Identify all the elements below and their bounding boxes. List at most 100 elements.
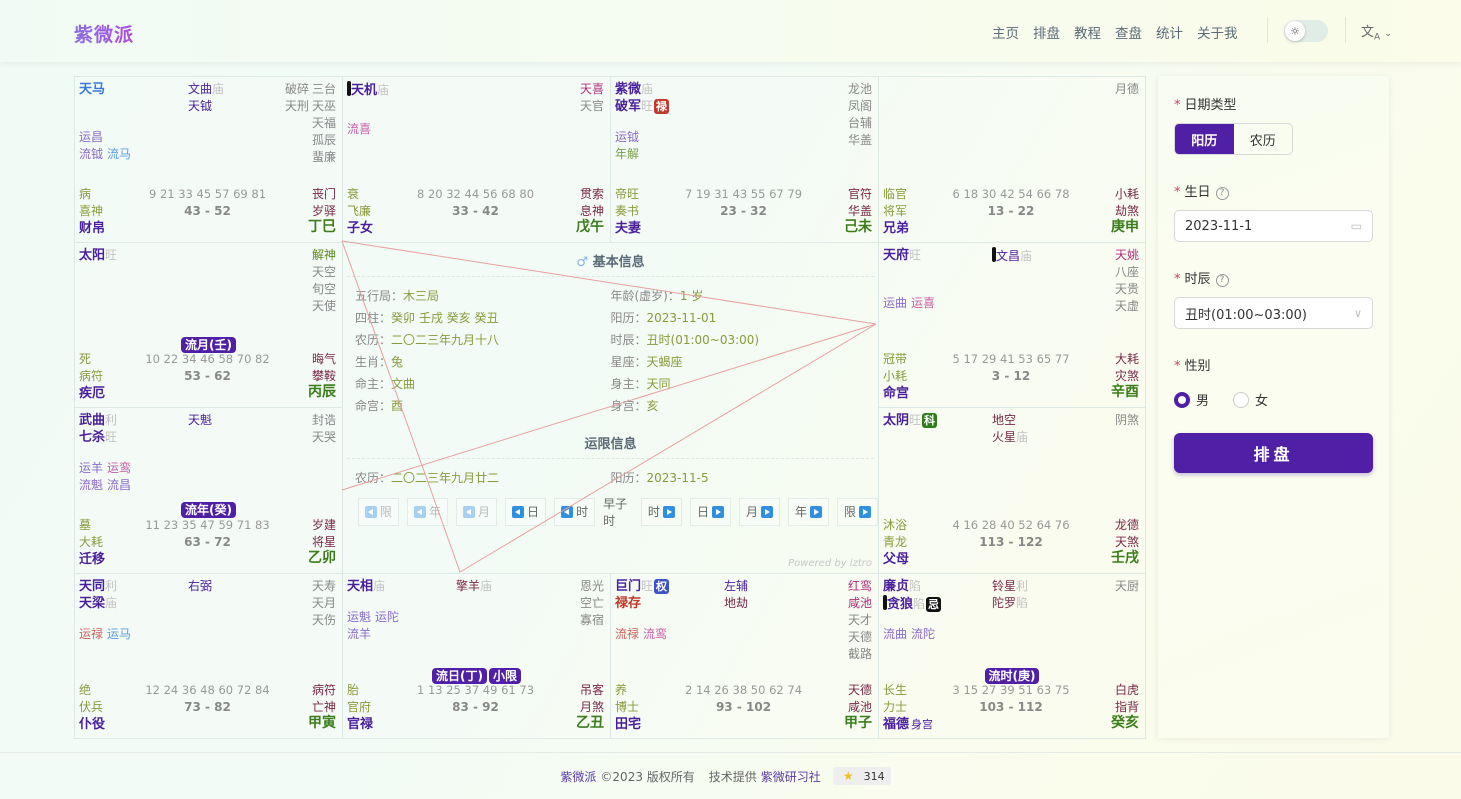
hour-select[interactable]: 丑时(01:00~03:00) ∨ [1174,297,1373,329]
next-0-button[interactable]: 时 [640,497,682,526]
logo[interactable]: 紫微派 [74,20,134,47]
jiangqian12: 灾煞 [1114,369,1139,383]
help-icon[interactable]: ? [1215,274,1229,287]
arrow-right-icon [760,505,773,518]
minor-star[interactable]: 右弼 [188,578,213,593]
nav-tutorial[interactable]: 教程 [1074,26,1101,42]
minor-star[interactable]: 擎羊庙 [456,578,493,593]
prev-3-button[interactable]: 日 [505,497,547,526]
major-star[interactable]: 禄存 [615,595,642,611]
minor-star[interactable]: 天魁 [188,413,213,427]
minor-star[interactable]: 文曲庙 [188,82,225,96]
palace-name[interactable]: 财帛 [79,220,106,236]
prev-2-button[interactable]: 月 [456,497,498,526]
major-star[interactable]: 廉贞陷 [883,578,922,594]
palace-name[interactable]: 福德身宫 [883,717,934,732]
major-star[interactable]: 天梁庙 [79,595,118,611]
powered-by[interactable]: Powered by iztro [788,557,872,569]
major-star[interactable]: 天机庙 [347,81,389,99]
palace-name[interactable]: 疾厄 [79,386,106,401]
major-star[interactable]: 贪狼陷忌 [883,594,942,613]
nav-chart[interactable]: 排盘 [1033,26,1060,42]
major-star[interactable]: 武曲利 [79,413,118,428]
adjective-star: 天姚 [1114,247,1139,262]
next-1-button[interactable]: 日 [689,497,731,526]
palace-name[interactable]: 田宅 [615,717,642,732]
adjective-star: 月德 [1114,82,1139,96]
minor-star[interactable]: 地劫 [724,595,749,610]
prev-1-button[interactable]: 年 [407,497,449,526]
palace-name[interactable]: 迁移 [79,551,106,567]
major-star[interactable]: 天马 [79,82,106,97]
birthday-input[interactable]: 2023-11-1 ▭ [1174,210,1373,242]
gender-male-label[interactable]: 男 [1196,394,1210,409]
palace-name[interactable]: 子女 [347,220,374,236]
next-3-button[interactable]: 年 [787,497,829,526]
nav-lookup[interactable]: 查盘 [1115,26,1142,42]
heavenly-earthly: 癸亥 [1111,715,1139,731]
horoscope-badge: 流日(丁) [432,667,487,684]
major-star[interactable]: 天同利 [79,578,118,594]
adjective-stars: 天姚八座天贵天虚 [1059,247,1139,315]
minor-star[interactable]: 地空 [992,413,1017,427]
changsheng12: 帝旺 [615,186,640,201]
minor-star[interactable]: 铃星利 [992,578,1029,593]
major-star[interactable]: 巨门旺权 [615,578,670,594]
prev-4-button[interactable]: 时 [554,497,596,526]
prev-0-button[interactable]: 限 [358,497,400,526]
major-star[interactable]: 破军旺禄 [615,99,670,114]
help-icon[interactable]: ? [1215,187,1229,200]
suiqian12: 病符 [311,683,336,697]
date-type-lunar[interactable]: 农历 [1249,133,1276,149]
major-star[interactable]: 紫微庙 [615,82,654,97]
minor-star[interactable]: 陀罗陷 [992,595,1029,610]
changsheng12: 冠带 [883,352,908,366]
submit-chart-button[interactable]: 排盘 [1174,433,1373,473]
nav-stats[interactable]: 统计 [1156,26,1183,42]
gender-female-label[interactable]: 女 [1255,394,1269,409]
footer-brand-link[interactable]: 紫微派 [560,769,597,784]
gender-female-radio[interactable] [1233,391,1250,408]
minor-star[interactable]: 文昌庙 [992,246,1072,265]
next-2-button[interactable]: 月 [738,497,780,526]
minor-star[interactable]: 左辅 [724,578,749,593]
nav-home[interactable]: 主页 [992,26,1019,42]
next-4-button[interactable]: 限 [836,497,878,526]
arrow-left-icon [561,505,574,518]
minor-star[interactable]: 天钺 [188,99,213,113]
major-star[interactable]: 太阴旺科 [883,413,938,428]
palace-name[interactable]: 仆役 [79,717,106,732]
language-switcher[interactable]: 文A ⌄ [1361,21,1392,43]
github-star-button[interactable]: ★ 314 [832,767,891,785]
palace-name[interactable]: 命宫 [883,386,910,401]
nav-about[interactable]: 关于我 [1197,26,1238,42]
major-star[interactable]: 太阳旺 [79,247,118,263]
major-star[interactable]: 天府旺 [883,247,922,263]
minor-star[interactable]: 火星庙 [992,430,1029,444]
palace-name[interactable]: 官禄 [347,717,374,732]
major-star[interactable]: 七杀旺 [79,430,118,445]
major-stars: 天马 [79,81,105,98]
palace-name[interactable]: 父母 [883,551,910,567]
palace-name[interactable]: 兄弟 [883,220,910,236]
gender-male-radio[interactable] [1174,391,1190,408]
date-type-solar[interactable]: 阳历 [1175,124,1234,154]
major-star[interactable]: 天相庙 [347,578,386,594]
footer-org-link[interactable]: 紫微研习社 [760,769,821,784]
palace-name[interactable]: 夫妻 [615,220,642,236]
theme-toggle[interactable]: ☼ [1284,20,1328,42]
male-icon: ♂ [576,254,589,270]
